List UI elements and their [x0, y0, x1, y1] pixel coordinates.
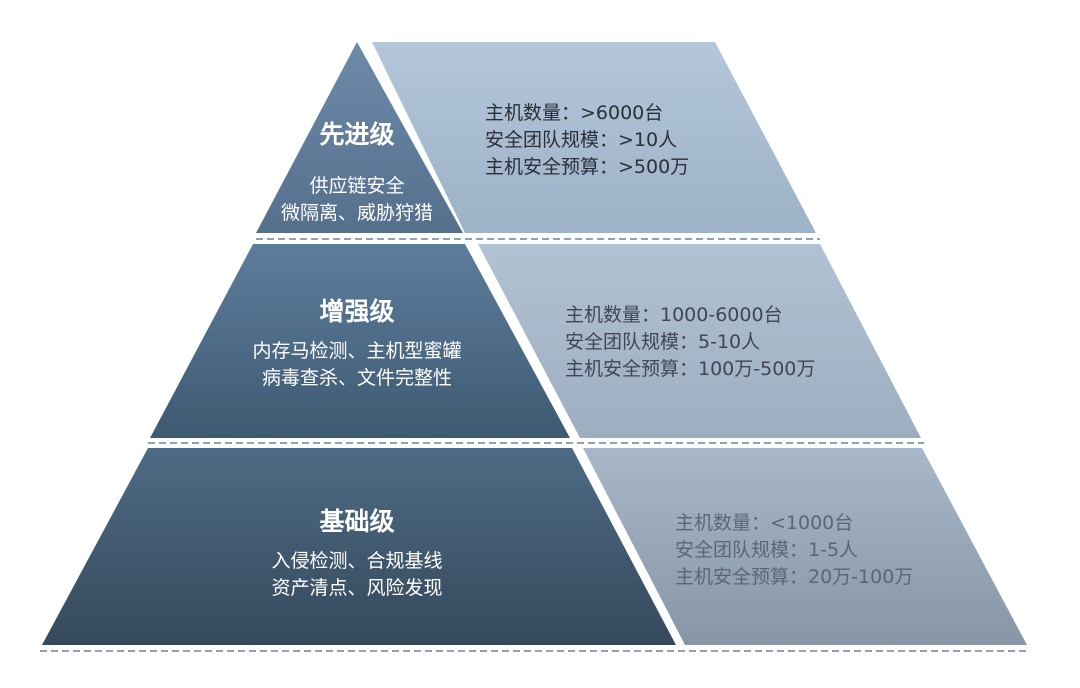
tier-basic-info-panel [583, 448, 1027, 645]
tier-enhanced-info-panel [478, 244, 921, 438]
tier-basic: 基础级 入侵检测、合规基线 资产清点、风险发现 主机数量：<1000台 安全团队… [42, 448, 1027, 645]
tier-basic-team-size: 安全团队规模：1-5人 [675, 539, 858, 561]
tier-enhanced-desc-line-2: 病毒查杀、文件完整性 [262, 367, 452, 389]
tier-enhanced-budget: 主机安全预算：100万-500万 [565, 358, 815, 380]
tier-enhanced-team-size: 安全团队规模：5-10人 [565, 331, 760, 353]
tier-advanced-pyramid-segment [256, 42, 463, 233]
tier-enhanced-desc-line-1: 内存马检测、主机型蜜罐 [252, 340, 461, 362]
tier-advanced-info-panel [372, 42, 816, 233]
tier-advanced: 先进级 供应链安全 微隔离、威胁狩猎 主机数量：>6000台 安全团队规模：>1… [256, 42, 816, 233]
tier-basic-pyramid-segment [42, 448, 676, 645]
tier-advanced-budget: 主机安全预算：>500万 [485, 156, 689, 178]
tier-enhanced-pyramid-segment [150, 244, 570, 438]
tier-advanced-host-count: 主机数量：>6000台 [485, 102, 663, 124]
tier-advanced-desc-line-1: 供应链安全 [309, 175, 404, 197]
tier-advanced-title: 先进级 [319, 120, 394, 149]
tier-basic-title: 基础级 [319, 507, 394, 536]
tier-enhanced: 增强级 内存马检测、主机型蜜罐 病毒查杀、文件完整性 主机数量：1000-600… [150, 244, 921, 438]
tier-basic-host-count: 主机数量：<1000台 [675, 512, 853, 534]
tier-basic-desc-line-2: 资产清点、风险发现 [271, 577, 442, 599]
tier-basic-budget: 主机安全预算：20万-100万 [675, 566, 913, 588]
tier-enhanced-title: 增强级 [319, 297, 394, 326]
tier-advanced-team-size: 安全团队规模：>10人 [485, 129, 677, 151]
tier-advanced-desc-line-2: 微隔离、威胁狩猎 [281, 202, 433, 224]
tier-enhanced-host-count: 主机数量：1000-6000台 [565, 304, 783, 326]
tier-basic-desc-line-1: 入侵检测、合规基线 [271, 550, 442, 572]
